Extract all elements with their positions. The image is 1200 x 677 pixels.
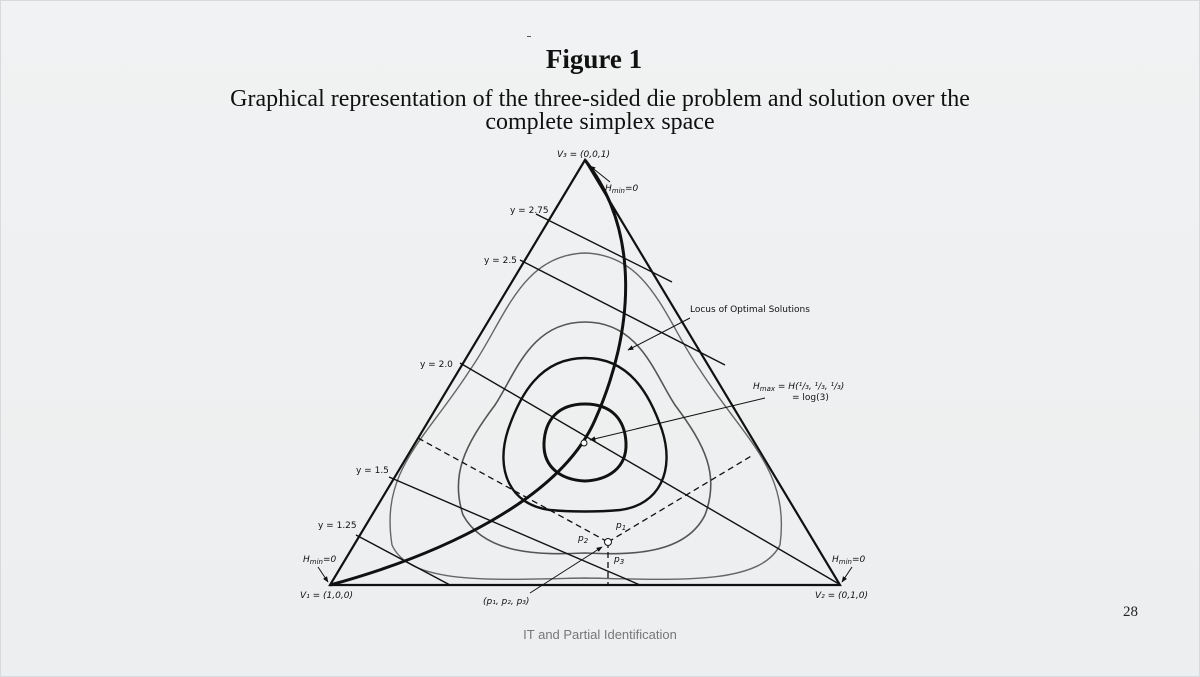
figure-subtitle-line-2: complete simplex space — [485, 109, 715, 135]
entropy-contour-outer — [389, 252, 782, 581]
y-label-1.5: y = 1.5 — [356, 466, 389, 476]
dashed-line-p1 — [607, 454, 754, 543]
y-line-2.0 — [459, 362, 840, 585]
y-label-1.25: y = 1.25 — [318, 521, 357, 531]
p2-label: p2 — [577, 534, 589, 545]
y-line-2.75 — [535, 213, 673, 283]
hmax-arrow — [589, 397, 766, 442]
entropy-contour-center — [542, 402, 628, 483]
y-label-2.5: y = 2.5 — [484, 256, 517, 266]
figure-title: Figure 1 — [545, 44, 643, 74]
figure-subtitle: Graphical representation of the three-si… — [150, 86, 1050, 135]
figure-subtitle-line-1: Graphical representation of the three-si… — [230, 86, 970, 112]
hmax-point — [580, 439, 588, 447]
page-number: 28 — [1123, 604, 1138, 620]
hmax-label-line2: = log(3) — [792, 393, 829, 403]
y-label-2.0: y = 2.0 — [420, 360, 453, 370]
dashed-line-p2 — [417, 437, 609, 543]
locus-label: Locus of Optimal Solutions — [690, 305, 810, 315]
p1-label: p1 — [615, 521, 626, 532]
y-line-2.5 — [519, 259, 726, 366]
sample-point — [604, 538, 612, 546]
y-line-1.25 — [355, 534, 451, 586]
slide-footer: IT and Partial Identification — [523, 627, 677, 642]
locus-arrow — [627, 317, 691, 351]
entropy-contour-mid — [457, 321, 712, 555]
hmin-right-arrow — [841, 566, 853, 583]
point-arrow — [529, 546, 603, 594]
vertex-top-label: V₃ = (0,0,1) — [557, 150, 610, 160]
vertex-left-label: V₁ = (1,0,0) — [300, 591, 353, 601]
vertex-right-label: V₂ = (0,1,0) — [815, 591, 868, 601]
y-label-2.75: y = 2.75 — [510, 206, 549, 216]
hmin-left-arrow — [317, 566, 329, 583]
entropy-contour-inner — [502, 356, 668, 513]
stray-mark — [527, 36, 531, 37]
hmax-label-line1: Hmax = H(¹/₃, ¹/₃, ¹/₃) — [753, 382, 844, 393]
hmin-left-label: Hmin=0 — [303, 555, 337, 566]
locus-curve — [329, 159, 628, 587]
simplex-triangle — [328, 157, 842, 587]
point-label: (p₁, p₂, p₃) — [483, 597, 529, 607]
hmin-top-arrow — [589, 165, 611, 183]
hmin-top-label: Hmin=0 — [605, 184, 639, 195]
hmin-right-label: Hmin=0 — [832, 555, 866, 566]
y-line-1.5 — [388, 476, 641, 586]
p3-label: p3 — [613, 555, 624, 566]
